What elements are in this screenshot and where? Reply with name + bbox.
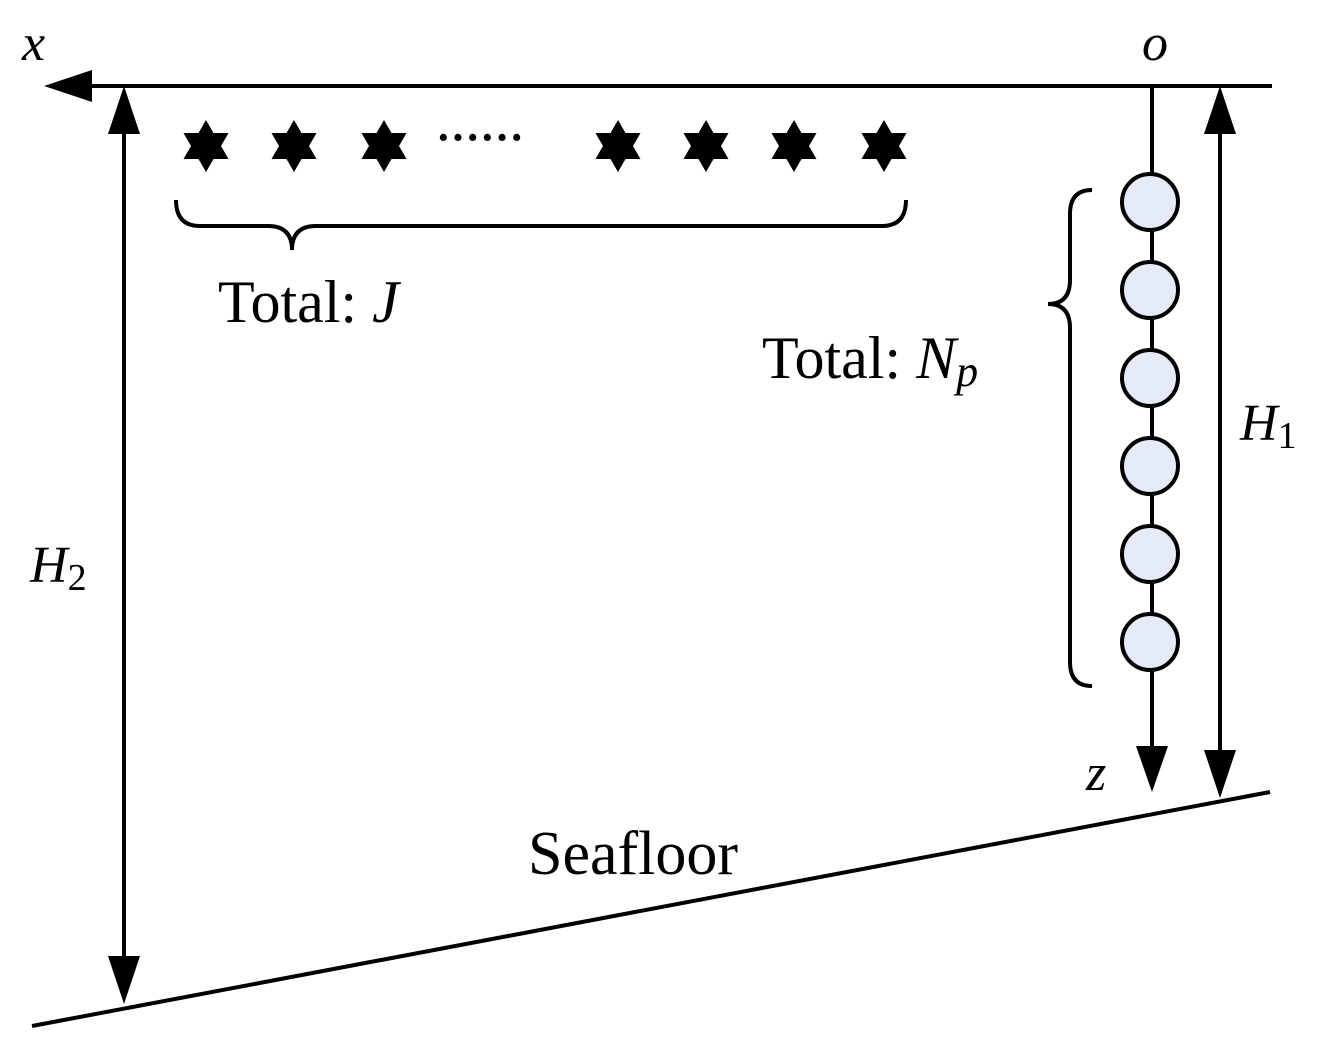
array-total-symbol: N <box>915 325 959 391</box>
source-star-icon <box>361 120 407 172</box>
source-star-icon <box>271 120 317 172</box>
sensor-element <box>1120 524 1180 584</box>
h2-arrowhead-bottom <box>108 956 140 1004</box>
source-row <box>183 120 907 172</box>
z-axis-label: z <box>1085 745 1106 802</box>
source-ellipsis: ······ <box>436 113 524 162</box>
sensor-element <box>1120 260 1180 320</box>
sources-total-label: Total: J <box>218 269 401 335</box>
sources-brace <box>174 199 908 251</box>
x-axis-label: x <box>21 15 45 72</box>
source-star-icon <box>183 120 229 172</box>
array-brace <box>1047 188 1093 688</box>
source-star-icon <box>861 120 907 172</box>
h2-label: H2 <box>29 537 87 599</box>
source-star-icon <box>771 120 817 172</box>
source-star-icon <box>683 120 729 172</box>
array-total-label: Total: Np <box>762 325 978 396</box>
z-axis-arrowhead <box>1136 746 1168 792</box>
sources-total-prefix: Total: <box>218 269 372 335</box>
sensor-array <box>1120 172 1180 672</box>
h1-arrowhead-bottom <box>1204 750 1236 798</box>
seafloor-label: Seafloor <box>528 820 738 888</box>
x-axis-arrowhead <box>44 70 92 102</box>
sensor-element <box>1120 348 1180 408</box>
array-total-subscript: p <box>953 347 978 396</box>
seafloor-line <box>31 790 1271 1028</box>
h2-arrowhead-top <box>108 86 140 134</box>
sources-total-symbol: J <box>372 269 401 335</box>
source-star-icon <box>595 120 641 172</box>
origin-label: o <box>1142 15 1168 72</box>
array-total-prefix: Total: <box>762 325 916 391</box>
h1-arrowhead-top <box>1204 86 1236 134</box>
sensor-element <box>1120 172 1180 232</box>
h1-label: H1 <box>1239 395 1297 457</box>
sensor-element <box>1120 436 1180 496</box>
sensor-element <box>1120 612 1180 672</box>
